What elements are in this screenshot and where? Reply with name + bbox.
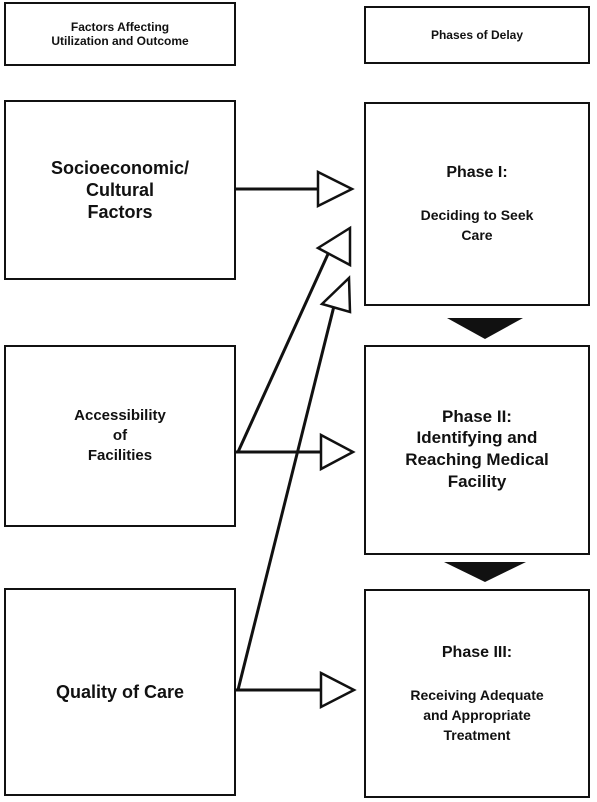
phase-3-title: Phase III: [441,643,513,661]
phases-header-line-1: Phases of Delay [430,28,524,42]
arrowhead-quality-to-phase3 [319,670,357,710]
factors-header-box: Factors Affecting Utilization and Outcom… [4,2,236,66]
factor-socioeconomic-line-2: Cultural [85,180,154,200]
phase-2-body-line-1: Identifying and [416,428,538,447]
phase-box-1: Phase I: Deciding to Seek Care [364,102,590,306]
arrowhead-access-to-phase1 [315,225,352,268]
factor-accessibility-line-3: Facilities [87,447,153,464]
factors-header-line-2: Utilization and Outcome [51,34,189,48]
connector-access-to-phase1 [236,253,330,453]
phase-2-body-line-3: Facility [447,472,507,491]
phase-3-body-line-3: Treatment [443,726,511,743]
factor-quality-line-1: Quality of Care [55,682,185,702]
phase-1-title: Phase I: [446,164,508,181]
phase-3-body-line-2: and Appropriate [423,706,531,723]
factor-box-quality: Quality of Care [4,588,236,796]
connector-quality-to-phase1 [236,305,336,691]
factor-accessibility-line-1: Accessibility [74,407,166,424]
down-arrow-phase1-to-phase2 [447,318,523,339]
factor-box-accessibility: Accessibility of Facilities [4,345,236,527]
factor-socioeconomic-line-1: Socioeconomic/ [50,158,190,178]
factor-socioeconomic-line-3: Factors [87,202,153,222]
arrowhead-access-to-phase2 [319,432,356,472]
phase-2-body-line-2: Reaching Medical [405,450,549,469]
factor-box-socioeconomic: Socioeconomic/ Cultural Factors [4,100,236,280]
arrowhead-quality-to-phase1 [319,275,352,314]
phase-2-title: Phase II: [442,407,512,426]
factors-header-line-1: Factors Affecting [70,20,170,34]
arrowhead-socio-to-phase1 [316,169,355,209]
phase-box-3: Phase III: Receiving Adequate and Approp… [364,589,590,798]
phase-1-body-line-1: Deciding to Seek [420,207,534,223]
phases-header-box: Phases of Delay [364,6,590,64]
phase-box-2: Phase II: Identifying and Reaching Medic… [364,345,590,555]
down-arrow-phase2-to-phase3 [444,562,526,582]
phase-1-body-line-2: Care [461,227,493,243]
phase-3-body-line-1: Receiving Adequate [410,686,544,703]
factor-accessibility-line-2: of [112,427,128,444]
